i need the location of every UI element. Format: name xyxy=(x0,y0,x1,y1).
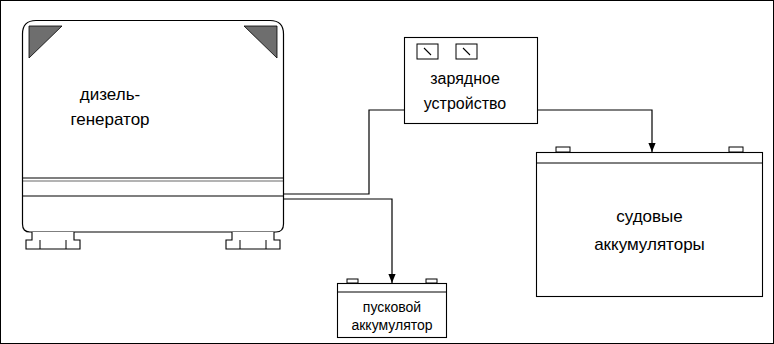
meter-needle xyxy=(424,48,431,55)
node-label: судовые аккумуляторы xyxy=(580,203,720,259)
battery-terminal xyxy=(347,279,358,283)
corner-chamfer xyxy=(244,26,277,58)
meter-gauge xyxy=(417,44,438,59)
housing-band xyxy=(23,195,284,196)
battery-lid xyxy=(537,163,763,164)
charger-box: зарядное устройство xyxy=(404,37,538,124)
node-label: дизель- генератор xyxy=(55,82,165,132)
foot-slot xyxy=(240,240,241,249)
mounting-foot xyxy=(26,232,80,249)
battery-case xyxy=(537,153,763,297)
node-label: зарядное устройство xyxy=(404,66,526,116)
node-label: пусковой аккумулятор xyxy=(344,298,440,334)
battery-lid xyxy=(338,292,447,293)
foot-slot xyxy=(40,240,41,249)
generator-body xyxy=(23,21,284,233)
battery-terminal xyxy=(556,147,570,152)
meter-needle xyxy=(463,48,470,55)
mounting-foot xyxy=(226,232,280,249)
battery-terminal xyxy=(729,147,743,152)
text-holder: зарядное устройство xyxy=(404,66,526,116)
text-holder: дизель- генератор xyxy=(55,82,165,132)
housing-band xyxy=(23,177,284,178)
starter-battery: пусковой аккумулятор xyxy=(337,283,447,338)
generator-housing-outline xyxy=(22,18,284,252)
meter-gauge xyxy=(456,44,477,59)
battery-bank: судовые аккумуляторы xyxy=(536,152,763,297)
corner-chamfer xyxy=(29,26,62,58)
generator-housing: дизель- генератор xyxy=(22,18,284,252)
cable-connector xyxy=(538,110,652,152)
text-holder: пусковой аккумулятор xyxy=(337,294,447,338)
foot-slot xyxy=(66,240,67,249)
cable-connector xyxy=(284,110,404,194)
battery-terminal xyxy=(426,279,437,283)
foot-slot xyxy=(266,240,267,249)
housing-band xyxy=(23,181,284,182)
text-holder: судовые аккумуляторы xyxy=(536,165,763,297)
battery-case xyxy=(338,284,447,338)
charger-body xyxy=(405,38,538,124)
cable-connector xyxy=(284,199,392,283)
